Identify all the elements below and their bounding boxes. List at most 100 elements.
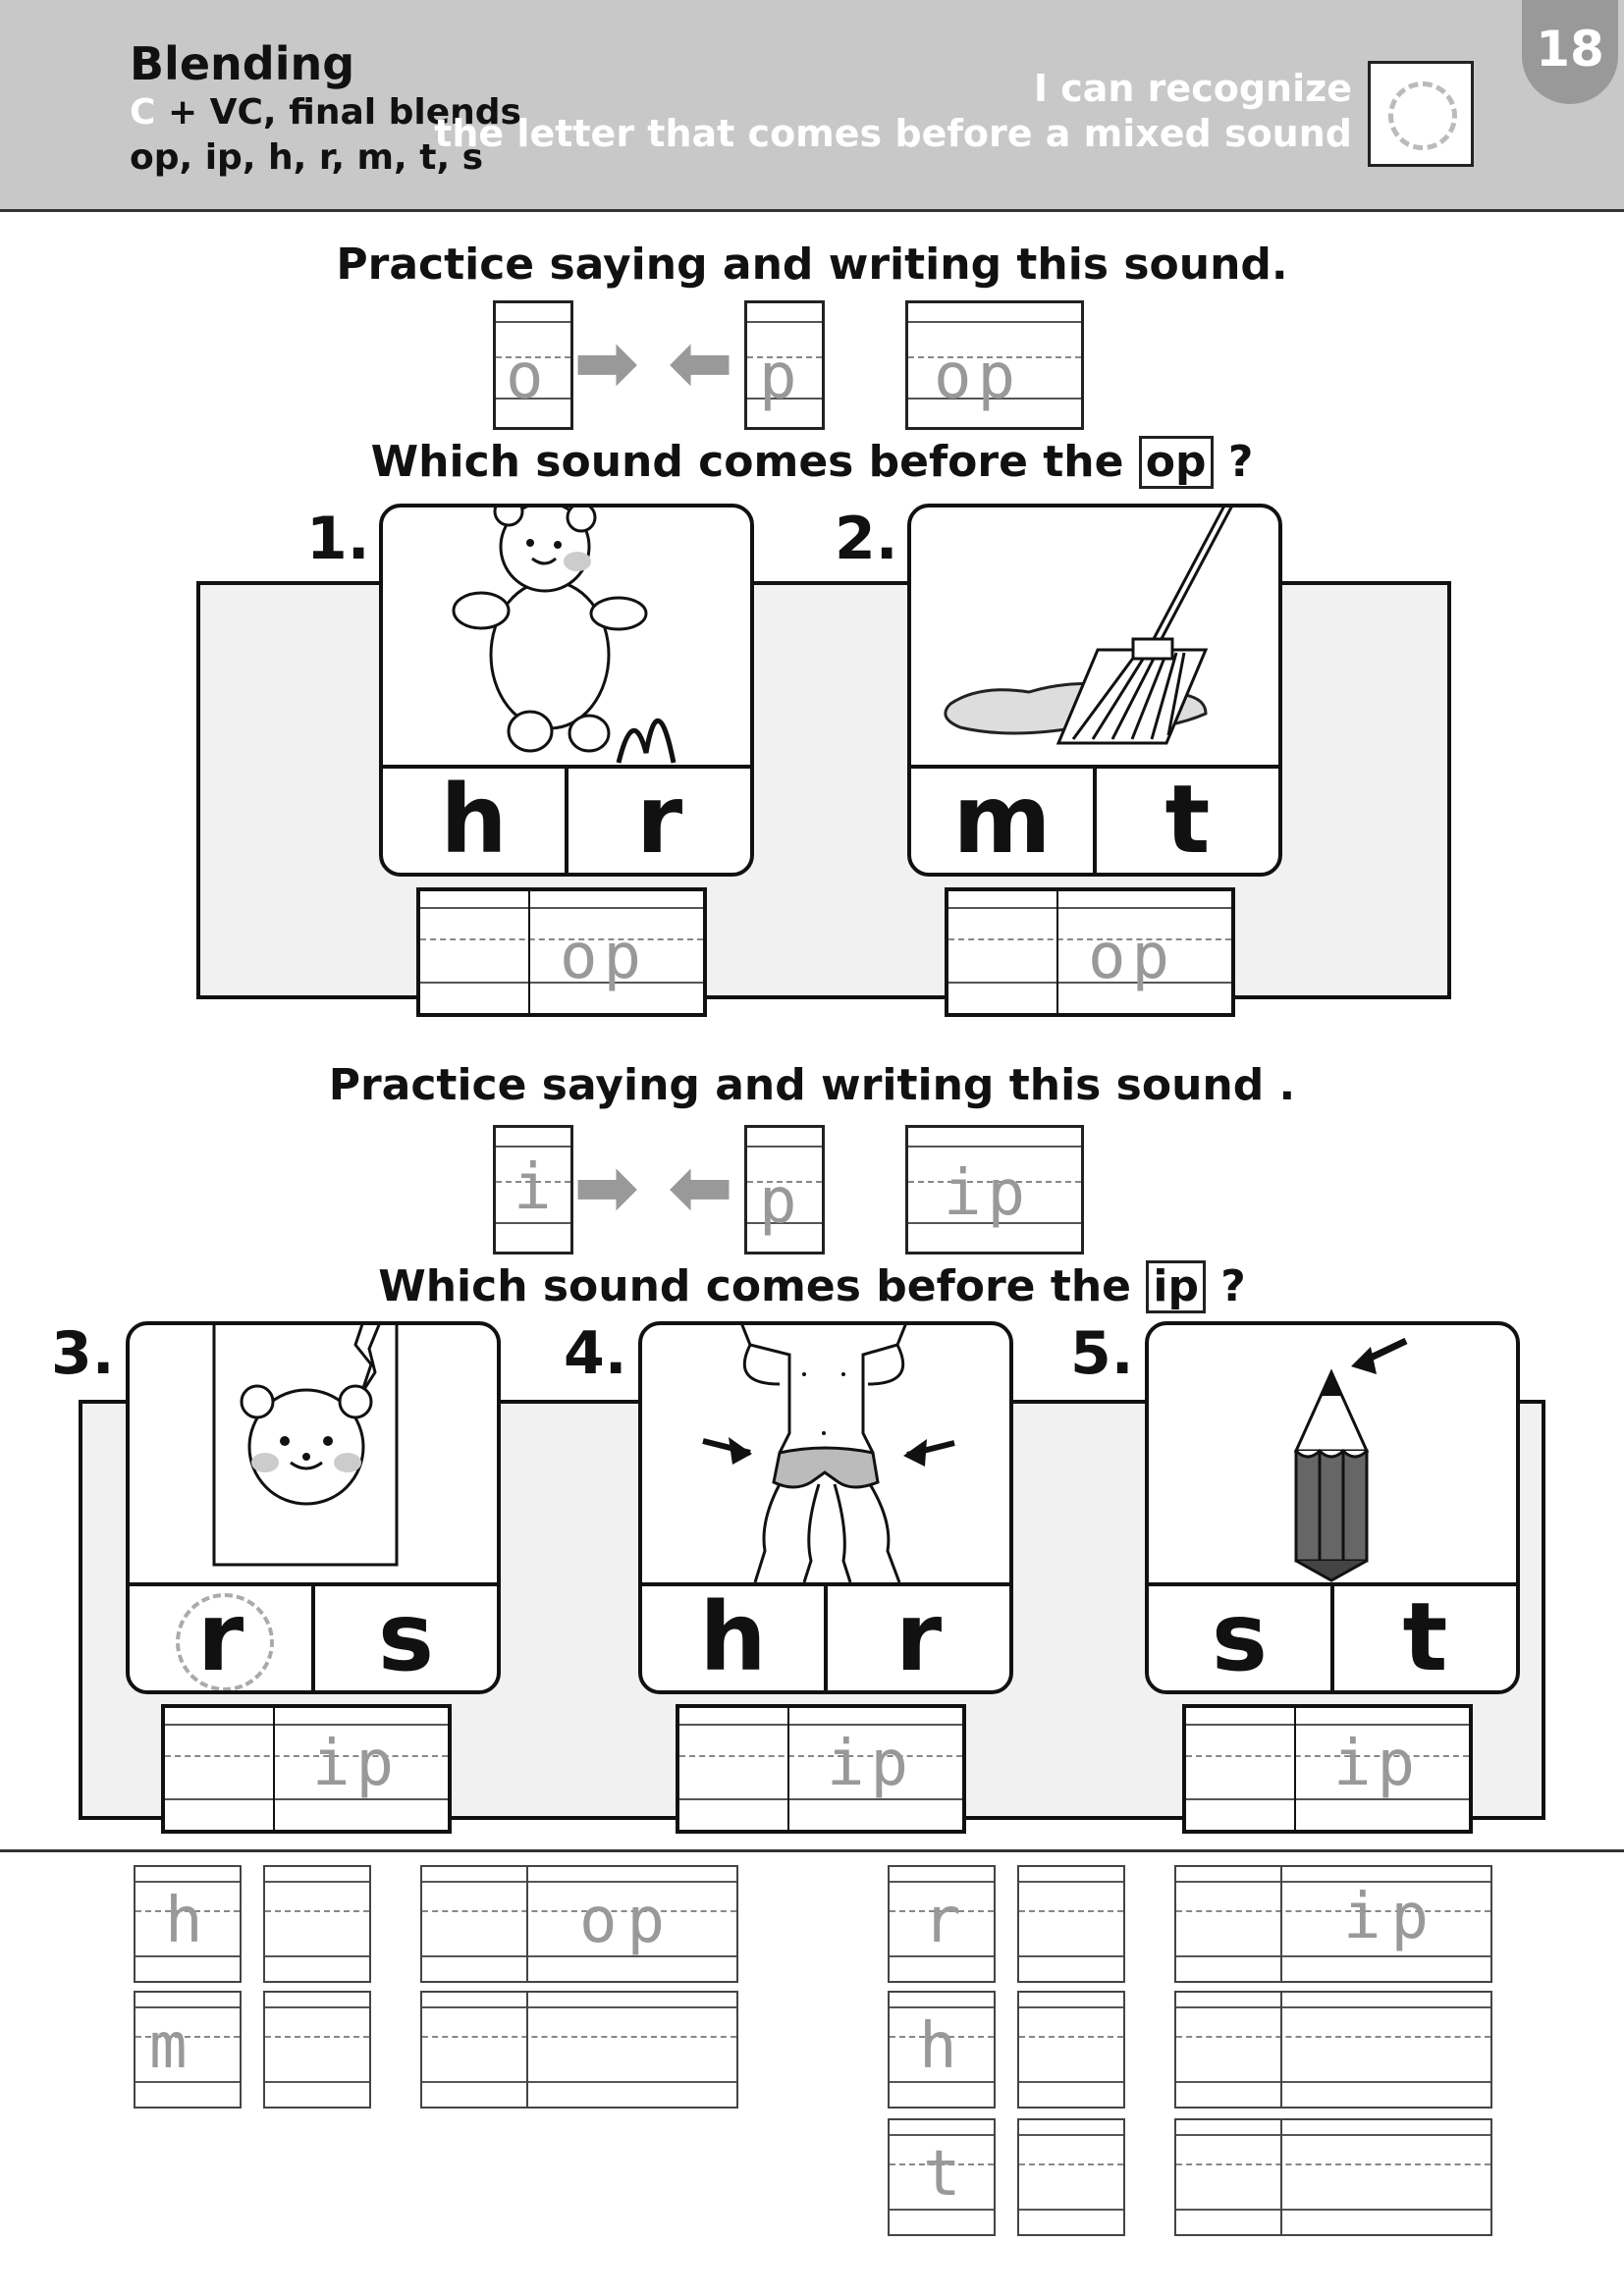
practice-word-box[interactable]: op xyxy=(420,1865,738,1983)
trace-word: ip xyxy=(827,1728,915,1800)
option-letter[interactable]: h xyxy=(699,1582,767,1692)
guide-line xyxy=(1176,2006,1490,2008)
practice-letter-box[interactable]: h xyxy=(888,1991,996,2109)
guide-line-dashed xyxy=(1019,1910,1123,1912)
practice-word-box[interactable]: ip xyxy=(1174,1865,1492,1983)
answer-write-box-3[interactable]: ip xyxy=(161,1704,452,1834)
guide-line xyxy=(948,982,1231,984)
word-divider xyxy=(1280,1867,1282,1981)
guide-line xyxy=(1176,2134,1490,2136)
guide-line xyxy=(135,1955,240,1957)
answer-write-box-5[interactable]: ip xyxy=(1182,1704,1473,1834)
sample-letter: p xyxy=(759,341,797,413)
practice-letter-box[interactable]: t xyxy=(888,2118,996,2236)
picture-card-5: s t xyxy=(1145,1321,1520,1694)
goal-checkbox[interactable] xyxy=(1368,61,1474,167)
guide-line-dashed xyxy=(422,1910,736,1912)
guide-line-dashed xyxy=(679,1755,962,1757)
practice-letter-box[interactable]: m xyxy=(134,1991,242,2109)
practice-blank-box[interactable] xyxy=(263,1991,371,2109)
goal-text-line-1: I can recognize xyxy=(1033,67,1352,110)
option-letter[interactable]: r xyxy=(565,769,750,873)
option-letter[interactable]: s xyxy=(311,1586,497,1690)
option-letter[interactable]: s xyxy=(1211,1582,1269,1692)
sample-letter-box-i: i xyxy=(493,1125,573,1255)
option-letter[interactable]: r xyxy=(824,1586,1009,1690)
guide-line-dashed xyxy=(908,1181,1081,1183)
practice-blank-box[interactable] xyxy=(1017,2118,1125,2236)
answer-write-box-1[interactable]: op xyxy=(416,887,707,1017)
option-row: s t xyxy=(1149,1582,1516,1690)
guide-line xyxy=(496,398,570,400)
question-text: Which sound comes before the xyxy=(378,1261,1132,1311)
option-row: h r xyxy=(383,765,750,873)
guide-line xyxy=(747,1222,822,1224)
trace-letter: t xyxy=(923,2138,961,2211)
practice-word-box[interactable] xyxy=(1174,1991,1492,2109)
practice-letter-box[interactable]: r xyxy=(888,1865,996,1983)
guide-line-dashed xyxy=(1176,2163,1490,2165)
guide-line-dashed xyxy=(1176,1910,1490,1912)
guide-line xyxy=(890,1881,994,1883)
guide-line xyxy=(747,1146,822,1148)
guide-line-dashed xyxy=(1019,2163,1123,2165)
sample-letter: o xyxy=(506,341,544,413)
guide-line xyxy=(135,1881,240,1883)
answer-divider xyxy=(787,1708,789,1830)
guide-line-dashed xyxy=(135,2036,240,2038)
practice-blank-box[interactable] xyxy=(263,1865,371,1983)
guide-line xyxy=(496,1146,570,1148)
picture-card-1: h r xyxy=(379,504,754,877)
guide-line xyxy=(890,2209,994,2211)
trace-letter: h xyxy=(165,1885,203,1957)
practice-blank-box[interactable] xyxy=(1017,1991,1125,2109)
guide-line-dashed xyxy=(135,1910,240,1912)
sample-word: ip xyxy=(944,1157,1032,1230)
question-sound-box: op xyxy=(1138,436,1214,490)
answer-write-box-4[interactable]: ip xyxy=(676,1704,966,1834)
guide-line-dashed xyxy=(1176,2036,1490,2038)
trace-word: ip xyxy=(312,1728,401,1800)
guide-line xyxy=(890,2006,994,2008)
practice-word-box[interactable] xyxy=(420,1991,738,2109)
option-letter[interactable]: t xyxy=(1330,1586,1516,1690)
option-letter-circled[interactable]: r xyxy=(130,1586,311,1690)
guide-line xyxy=(1176,1881,1490,1883)
sample-letter: p xyxy=(759,1165,797,1238)
item-number: 3. xyxy=(51,1319,115,1388)
practice-word-box[interactable] xyxy=(1174,2118,1492,2236)
guide-line xyxy=(1176,1955,1490,1957)
guide-line-dashed xyxy=(265,2036,369,2038)
guide-line xyxy=(1019,1881,1123,1883)
word-divider xyxy=(526,1867,528,1981)
bear-hopping-icon xyxy=(383,507,750,765)
item-number: 2. xyxy=(835,505,898,573)
worksheet-subtitle: C + VC, final blends xyxy=(130,92,521,133)
answer-write-box-2[interactable]: op xyxy=(945,887,1235,1017)
option-letter[interactable]: m xyxy=(952,765,1052,875)
practice-blank-box[interactable] xyxy=(1017,1865,1125,1983)
option-letter[interactable]: h xyxy=(440,765,508,875)
subtitle-rest: + VC, final blends xyxy=(155,92,521,133)
question-text: Which sound comes before the xyxy=(370,437,1124,487)
word-divider xyxy=(1280,1993,1282,2107)
worksheet-title: Blending xyxy=(130,37,355,90)
question-sound-box: ip xyxy=(1146,1260,1206,1314)
option-letter[interactable]: t xyxy=(1093,769,1278,873)
guide-line xyxy=(679,1798,962,1800)
guide-line-dashed xyxy=(908,356,1081,358)
pencil-tip-icon xyxy=(1149,1325,1516,1582)
answer-divider xyxy=(1056,891,1058,1013)
guide-line xyxy=(948,907,1231,909)
torn-paper-bear-icon xyxy=(130,1325,497,1582)
practice-letter-box[interactable]: h xyxy=(134,1865,242,1983)
sample-letter-box-p: p xyxy=(744,300,825,430)
guide-line-dashed xyxy=(747,356,822,358)
guide-line-dashed xyxy=(747,1181,822,1183)
arrow-right-icon: ➡ xyxy=(573,1142,640,1233)
practice-heading-op: Practice saying and writing this sound. xyxy=(336,240,1288,290)
guide-line xyxy=(496,1222,570,1224)
guide-line-dashed xyxy=(890,2036,994,2038)
guide-line xyxy=(265,2006,369,2008)
trace-word: op xyxy=(579,1885,676,1957)
